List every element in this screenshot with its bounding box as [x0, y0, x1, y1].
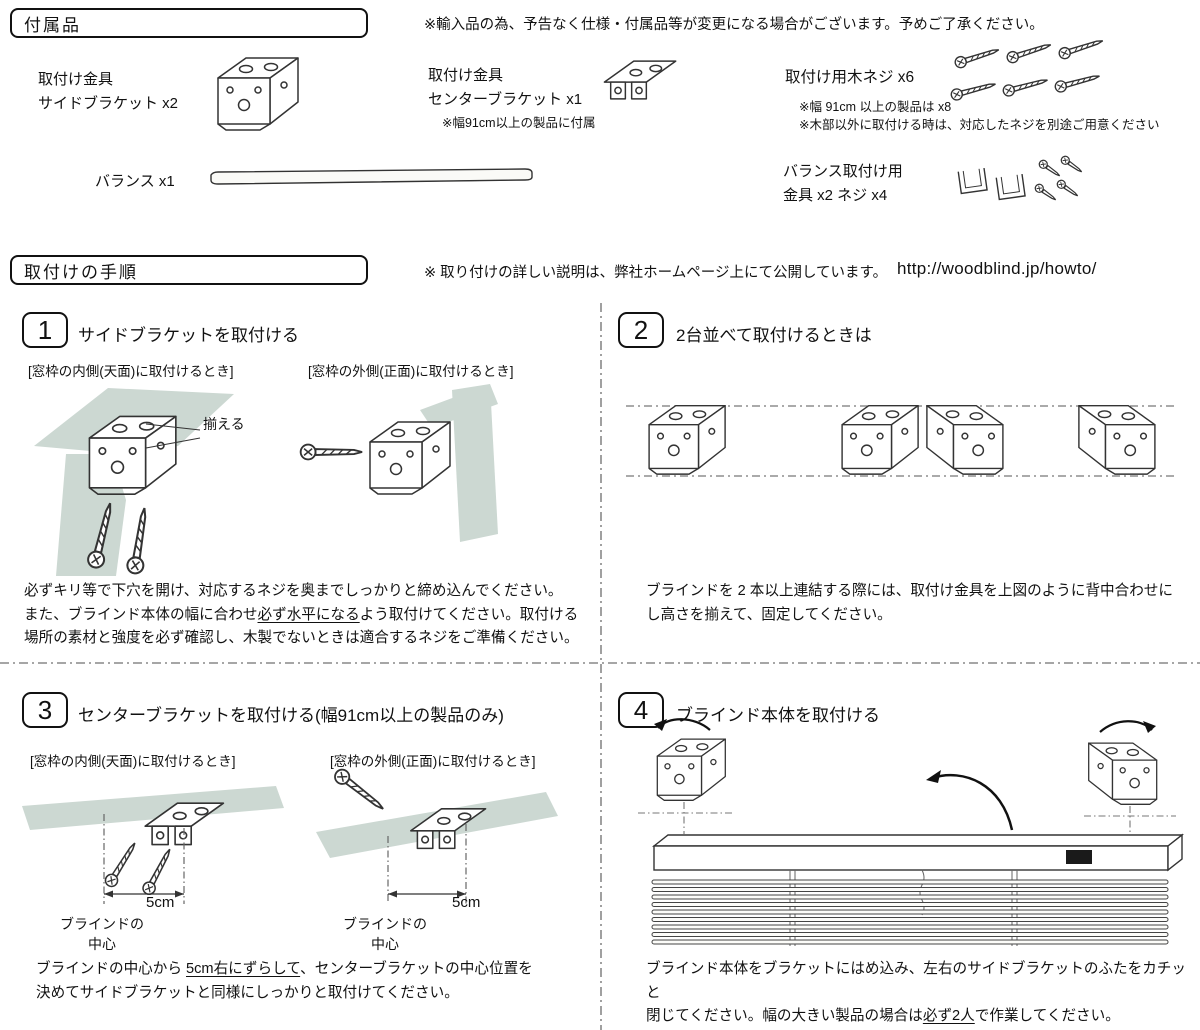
- wood-screws-note-1: ※幅 91cm 以上の製品は x8: [799, 100, 952, 114]
- center-bracket-illustration: [603, 60, 677, 100]
- wood-screws-illustration: [949, 34, 1106, 102]
- wood-screws-label: 取付け用木ネジ x6: [785, 69, 915, 86]
- accessories-note: ※輸入品の為、予告なく仕様・付属品等が変更になる場合がございます。予めご了承くだ…: [424, 17, 1044, 33]
- procedure-url: http://woodblind.jp/howto/: [897, 259, 1097, 278]
- step2-title: 2台並べて取付けるときは: [676, 326, 872, 345]
- valance-label: バランス x1: [95, 173, 175, 190]
- valance-fitting-label: バランス取付け用 金具 x2 ネジ x4: [783, 163, 903, 204]
- dim-label-5cm-left: 5cm: [146, 894, 175, 911]
- procedure-title: 取付けの手順: [24, 262, 138, 282]
- blind-center-label-left: ブラインドの 中心: [60, 916, 144, 952]
- step1-illustration-outside: [299, 384, 498, 542]
- valance-fitting-illustration: [957, 154, 1085, 204]
- step1-illustration-inside: [34, 388, 234, 576]
- step2-body: ブラインドを 2 本以上連結する際には、取付け金具を上図のように背中合わせに し…: [646, 583, 1174, 623]
- step3-caption-right: [窓枠の外側(正面)に取付けるとき]: [330, 754, 536, 769]
- step3-illustration-outside: [316, 765, 558, 904]
- step4-illustration: [638, 718, 1185, 946]
- step1-title: サイドブラケットを取付ける: [78, 326, 299, 345]
- step4-body: ブラインド本体をブラケットにはめ込み、左右のサイドブラケットのふたをカチッと 閉…: [646, 961, 1186, 1025]
- step1-caption-left: [窓枠の内側(天面)に取付けるとき]: [28, 364, 234, 379]
- step3-number: 3: [22, 692, 68, 728]
- step3-illustration-inside: [22, 786, 284, 904]
- step2-number: 2: [618, 312, 664, 348]
- step1-caption-right: [窓枠の外側(正面)に取付けるとき]: [308, 364, 514, 379]
- procedure-note: ※ 取り付けの詳しい説明は、弊社ホームページ上にて公開しています。: [424, 265, 888, 281]
- center-bracket-note: ※幅91cm以上の製品に付属: [442, 116, 596, 130]
- blind-center-label-right: ブラインドの 中心: [343, 916, 427, 952]
- step3-body: ブラインドの中心から 5cm右にずらして、センターブラケットの中心位置を 決めて…: [36, 961, 533, 1001]
- step4-number: 4: [618, 692, 664, 728]
- step1-body: 必ずキリ等で下穴を開け、対応するネジを奥までしっかりと締め込んでください。 また…: [24, 583, 579, 647]
- side-bracket-label: 取付け金具 サイドブラケット x2: [38, 71, 179, 112]
- procedure-header: 取付けの手順: [10, 255, 368, 285]
- accessories-title: 付属品: [24, 15, 81, 35]
- align-annotation: 揃える: [203, 416, 245, 432]
- dim-label-5cm-right: 5cm: [452, 894, 481, 911]
- center-bracket-label: 取付け金具 センターブラケット x1: [428, 67, 583, 108]
- side-bracket-illustration: [217, 57, 299, 131]
- step1-number: 1: [22, 312, 68, 348]
- step3-caption-left: [窓枠の内側(天面)に取付けるとき]: [30, 754, 236, 769]
- valance-illustration: [210, 168, 533, 185]
- step3-title: センターブラケットを取付ける(幅91cm以上の製品のみ): [78, 706, 504, 725]
- step2-illustration: [626, 404, 1178, 477]
- step4-title: ブラインド本体を取付ける: [676, 706, 880, 725]
- wood-screws-note-2: ※木部以外に取付ける時は、対応したネジを別途ご用意ください: [799, 118, 1160, 132]
- accessories-header: 付属品: [10, 8, 368, 38]
